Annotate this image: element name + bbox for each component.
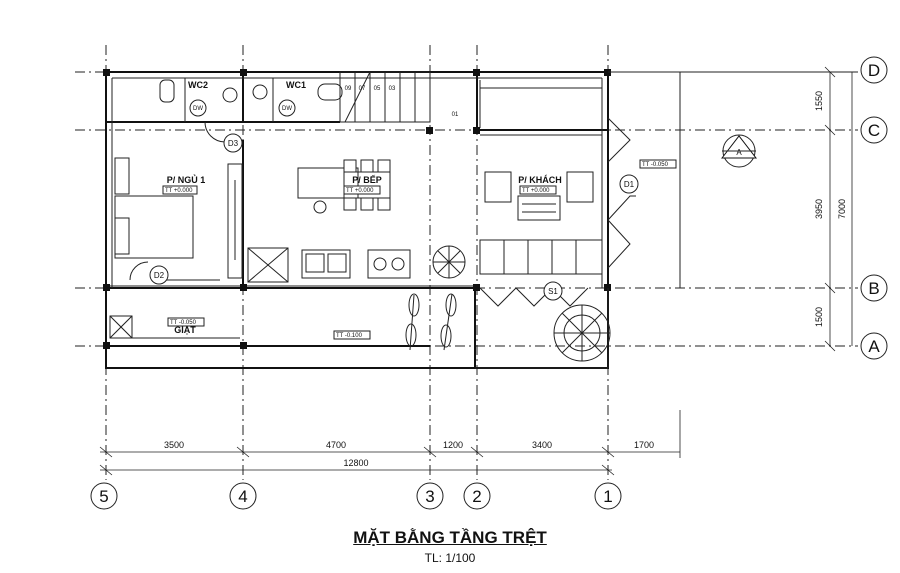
room-bedroom: P/ NGỦ 1 — [167, 174, 206, 185]
axis-label-D: D — [868, 61, 880, 80]
bedroom-furniture — [114, 157, 243, 281]
room-laundry: GIẶT — [174, 325, 196, 335]
kitchen-furniture — [247, 159, 466, 283]
axis-label-2: 2 — [472, 487, 481, 506]
site-boundary — [608, 71, 858, 288]
dim-3400: 3400 — [532, 440, 552, 450]
stair-step-09: 09 — [345, 86, 352, 92]
room-wc1: WC1 — [286, 80, 306, 90]
front-door — [607, 117, 636, 269]
wc-area — [159, 78, 343, 143]
axis-label-1: 1 — [603, 487, 612, 506]
section-marker-label: A — [736, 148, 742, 157]
door-tag-d1: D1 — [624, 180, 635, 189]
level-tags: TT +0.000 TT +0.000 TT +0.000 TT -0.050 … — [162, 159, 677, 340]
level-bedroom: TT +0.000 — [165, 188, 193, 194]
axis-label-C: C — [868, 121, 880, 140]
axis-label-A: A — [868, 337, 880, 356]
level-yard: TT -0.100 — [336, 333, 363, 339]
dim-1700: 1700 — [634, 440, 654, 450]
stair-step-05: 05 — [374, 86, 381, 92]
dim-3500: 3500 — [164, 440, 184, 450]
columns — [103, 69, 611, 349]
axis-label-B: B — [868, 279, 879, 298]
dim-4700: 4700 — [326, 440, 346, 450]
stair-step-07: 07 — [359, 86, 366, 92]
level-living: TT +0.000 — [522, 188, 550, 194]
fixture-dw-2: DW — [282, 106, 292, 112]
dim-lines-bottom — [99, 410, 681, 476]
drawing-title: MẶT BẰNG TẦNG TRỆT — [353, 528, 547, 547]
door-tag-s1: S1 — [548, 287, 558, 296]
stairs — [339, 71, 431, 123]
dim-7000: 7000 — [837, 199, 847, 219]
dim-3950: 3950 — [814, 199, 824, 219]
room-kitchen: P/ BẾP — [352, 175, 382, 185]
level-front: TT -0.050 — [642, 162, 669, 168]
bicycle-icons — [405, 293, 457, 351]
stair-label: 01 — [452, 112, 459, 118]
dim-1200: 1200 — [443, 440, 463, 450]
fixture-dw-1: DW — [193, 106, 203, 112]
room-wc2: WC2 — [188, 80, 208, 90]
door-tag-d2: D2 — [154, 271, 165, 280]
door-tags: D3 D1 D2 S1 DW DW 01 09 07 05 03 A — [149, 86, 742, 301]
grid-lines — [75, 45, 858, 480]
dim-1500: 1500 — [814, 307, 824, 327]
axis-bubbles-right: D C B A — [860, 56, 888, 360]
living-furniture — [479, 171, 603, 307]
level-laundry: TT -0.050 — [170, 320, 197, 326]
dim-1550: 1550 — [814, 91, 824, 111]
stair-step-03: 03 — [389, 86, 396, 92]
axis-label-4: 4 — [238, 487, 247, 506]
section-marker — [720, 134, 758, 168]
drawing-scale: TL: 1/100 — [424, 551, 476, 565]
level-kitchen: TT +0.000 — [346, 188, 374, 194]
room-living: P/ KHÁCH — [518, 175, 562, 185]
tree-icon — [553, 304, 611, 362]
axis-bubbles-bottom: 5 4 3 2 1 — [90, 482, 622, 510]
dim-total: 12800 — [343, 458, 368, 468]
axis-label-5: 5 — [99, 487, 108, 506]
laundry-yard — [109, 288, 611, 369]
door-tag-d3: D3 — [228, 139, 239, 148]
dim-lines-right — [824, 66, 853, 352]
axis-label-3: 3 — [425, 487, 434, 506]
